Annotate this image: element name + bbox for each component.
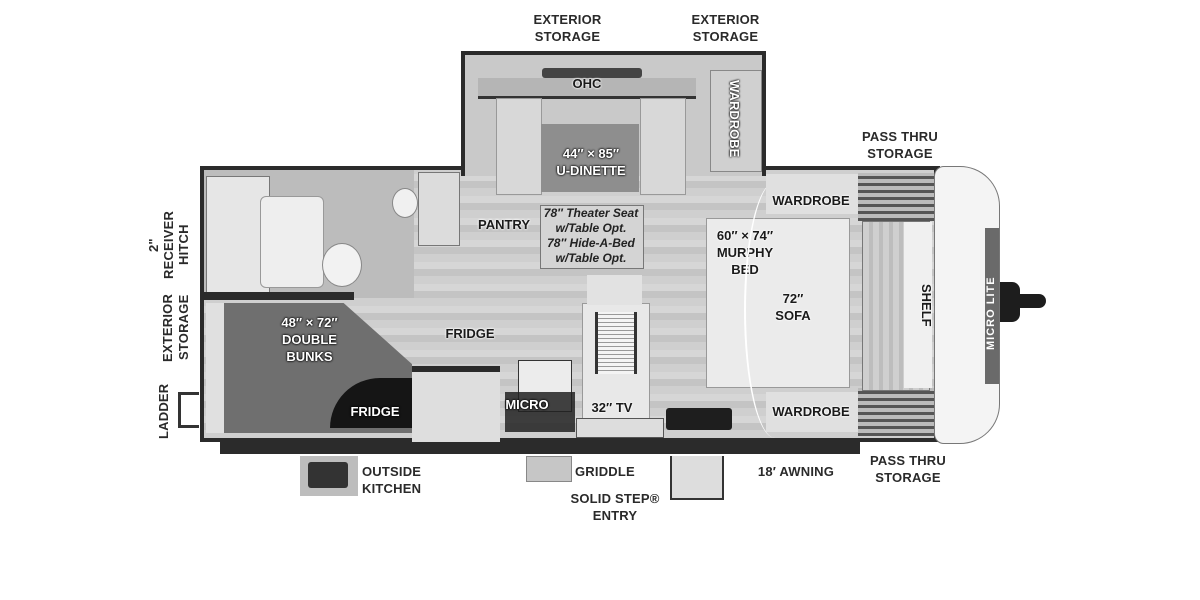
theater-note-line2: w/Table Opt. — [555, 221, 627, 235]
ohc-cabinet — [478, 78, 696, 99]
label-shelf: SHELF — [919, 283, 934, 327]
label-griddle: GRIDDLE — [575, 464, 635, 479]
hitch-line3: HITCH — [176, 224, 191, 266]
u-dinette-size: 44″ × 85″ — [562, 146, 620, 161]
cooktop-burners — [308, 462, 348, 488]
label-exterior-storage-rear: EXTERIOR STORAGE — [160, 290, 196, 365]
rear-exterior-storage — [206, 303, 224, 433]
label-ohc: OHC — [572, 76, 602, 91]
label-pantry: PANTRY — [478, 217, 530, 232]
bunks-line2: BUNKS — [286, 349, 333, 364]
murphy-swing-arc — [744, 182, 806, 438]
theater-note-line3: 78″ Hide-A-Bed — [547, 236, 635, 250]
label-pass-thru-storage-top: PASS THRU STORAGE — [862, 129, 938, 161]
label-fridge-kitchen: FRIDGE — [445, 326, 495, 341]
hitch-coupler — [1020, 294, 1046, 308]
bunks-line1: DOUBLE — [282, 332, 337, 347]
label-solid-step-entry: SOLID STEP® ENTRY — [570, 491, 660, 523]
entry-steps — [670, 456, 724, 500]
bunks-size: 48″ × 72″ — [281, 315, 338, 330]
ladder-icon — [178, 392, 199, 428]
label-micro: MICRO — [505, 397, 549, 412]
label-pass-thru-storage-bottom: PASS THRU STORAGE — [870, 453, 946, 485]
label-outside-kitchen: OUTSIDE KITCHEN — [362, 464, 422, 496]
hitch-line2: RECEIVER — [161, 210, 176, 280]
griddle-unit — [526, 456, 572, 482]
entry-step-inner — [666, 408, 732, 430]
label-wardrobe-top: WARDROBE — [772, 193, 850, 208]
sink-rack — [595, 312, 637, 374]
hitch-tongue — [1000, 282, 1020, 322]
label-exterior-storage-top-right: EXTERIOR STORAGE — [691, 12, 760, 44]
outside-kitchen-cooktop — [300, 456, 358, 496]
theater-note-box — [540, 205, 644, 269]
hitch-line1: 2" — [146, 238, 161, 252]
brand-stripe — [985, 228, 999, 384]
rear-storage-closet — [206, 176, 270, 294]
label-wardrobe-bottom: WARDROBE — [772, 404, 850, 419]
shelf — [904, 222, 932, 388]
brand-logo: MICRO LITE — [985, 276, 997, 350]
pantry-cabinet — [418, 172, 460, 246]
kitchen-counter — [412, 366, 500, 444]
ext-storage-line2: STORAGE — [176, 294, 191, 361]
wardrobe-bottom-cabinet — [766, 392, 858, 432]
dinette-seat-right — [640, 98, 686, 195]
toilet — [322, 243, 362, 287]
dinette-table — [541, 124, 639, 192]
sink — [392, 188, 418, 218]
theater-note-line1: 78″ Theater Seat — [543, 206, 639, 220]
label-slide-wardrobe: WARDROBE — [727, 80, 742, 158]
label-tv: 32″ TV — [591, 400, 633, 415]
ohc-vent — [542, 68, 642, 78]
label-ladder: LADDER — [156, 383, 171, 439]
theater-seat-note: 78″ Theater Seat w/Table Opt. 78″ Hide-A… — [536, 206, 646, 266]
label-u-dinette: 44″ × 85″ U-DINETTE — [541, 145, 641, 179]
label-exterior-storage-top-left: EXTERIOR STORAGE — [533, 12, 602, 44]
label-awning: 18′ AWNING — [757, 464, 835, 479]
label-double-bunks: 48″ × 72″ DOUBLE BUNKS — [262, 314, 357, 365]
shower — [260, 196, 324, 288]
label-receiver-hitch: 2" RECEIVER HITCH — [146, 205, 198, 285]
bath-wall — [204, 292, 354, 300]
wardrobe-top-cabinet — [766, 174, 858, 214]
awning-rail — [220, 442, 860, 454]
dinette-seat-left — [496, 98, 542, 195]
microwave — [505, 392, 575, 432]
slide-wardrobe — [710, 70, 762, 172]
ext-storage-line1: EXTERIOR — [160, 293, 175, 362]
tv-cabinet — [576, 418, 664, 438]
pass-thru-bin-top — [858, 173, 934, 221]
theater-note-line4: w/Table Opt. — [555, 251, 627, 265]
u-dinette-name: U-DINETTE — [556, 163, 626, 178]
pass-thru-bin-bottom — [858, 388, 934, 436]
island-top — [587, 275, 642, 305]
label-fridge-bunk: FRIDGE — [350, 404, 400, 419]
